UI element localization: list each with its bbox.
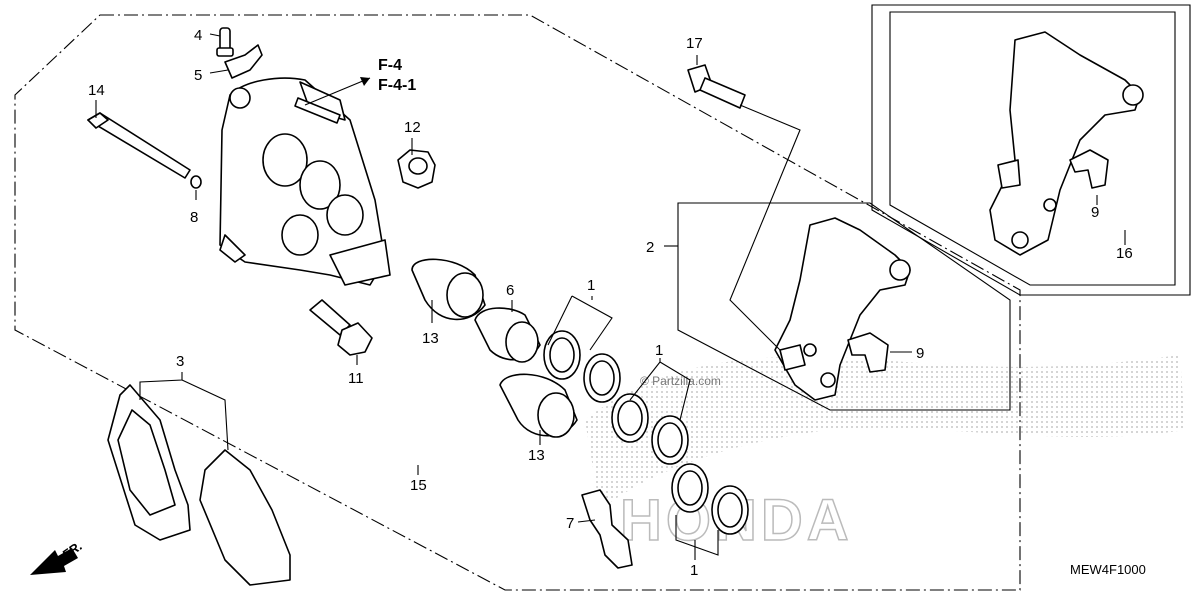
seal-ring-1b [583,353,621,403]
bracket-assembly-inner-box [889,11,1176,286]
callout-15: 15 [410,477,427,494]
seal-ring-1f [711,485,749,535]
piston-13-lower [499,373,578,438]
nut-12 [397,149,436,189]
seal-ring-1e [671,463,709,513]
piston-6 [474,307,541,363]
bleeder-screw-4 [216,27,234,57]
callout-8: 8 [190,209,198,226]
callout-13-upper: 13 [422,330,439,347]
leader-lines [95,33,1126,560]
callout-1-lower: 1 [690,562,698,579]
reference-label-f4-1: F-4-1 [378,77,416,94]
callout-2: 2 [646,239,654,256]
washer-8 [190,175,202,189]
caliper-bracket-assembly-16 [989,31,1144,256]
callout-3: 3 [176,353,184,370]
assembly-border-15 [14,14,1021,591]
callout-1-upper: 1 [587,277,595,294]
retainer-clip-9-upper [1069,149,1109,189]
callout-1-middle: 1 [655,342,663,359]
callout-11: 11 [348,370,364,387]
bracket-box-2 [677,202,1011,411]
pad-pin-14 [87,112,191,179]
seal-ring-1a [543,330,581,380]
pad-spring-7 [581,489,633,569]
callout-12: 12 [404,119,421,136]
reference-arrow [304,77,371,106]
callout-7: 7 [566,515,574,532]
site-watermark: © Partzilla.com [640,374,721,388]
brake-pad-right [199,449,291,586]
callout-16: 16 [1116,245,1133,262]
bolt-11 [309,299,373,356]
bracket-assembly-box-16 [871,4,1191,296]
callout-6: 6 [506,282,514,299]
mounting-bolt-17 [687,64,746,109]
brake-pad-left [107,384,191,541]
callout-9-upper: 9 [1091,204,1099,221]
bleeder-cap-5 [224,44,263,79]
reference-label-f4: F-4 [378,57,402,74]
callout-14: 14 [88,82,105,99]
reference-arrowhead [360,77,370,86]
front-direction-arrow [30,548,78,575]
brand-wing-watermark [585,355,1185,510]
seal-ring-1d [651,415,689,465]
drawing-code: MEW4F1000 [1070,562,1146,577]
retainer-clip-9-lower [847,332,889,373]
piston-13-upper [411,258,486,321]
caliper-body [219,77,391,286]
seal-ring-1c [611,393,649,443]
callout-5: 5 [194,67,202,84]
callout-4: 4 [194,27,202,44]
callout-17: 17 [686,35,703,52]
callout-13-lower: 13 [528,447,545,464]
callout-9-lower: 9 [916,345,924,362]
